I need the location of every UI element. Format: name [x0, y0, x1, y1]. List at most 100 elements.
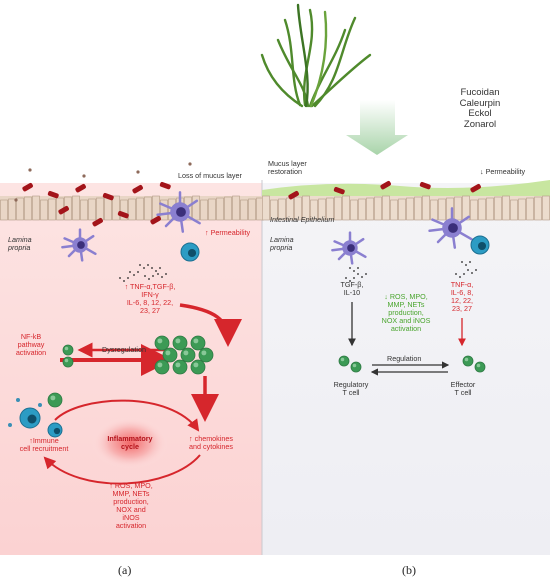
epithelial-cell [486, 197, 494, 221]
dendritic-nucleus [77, 241, 85, 249]
macrophage-cell [180, 242, 200, 262]
t-cell-cluster [198, 347, 214, 363]
panel-b-label: (b) [402, 563, 416, 577]
t-cell-cluster-highlight [157, 338, 163, 344]
cytokine-dot [143, 267, 145, 269]
dendritic-cell-b [331, 231, 367, 265]
epithelial-cell [502, 195, 510, 221]
t-cell-cluster-highlight [193, 362, 199, 368]
compound-list: Fucoidan Caleurpin Eckol Zonarol [440, 87, 520, 131]
epithelial-cell [422, 195, 430, 221]
cytokine-dot [148, 278, 150, 280]
epithelium-b [262, 195, 550, 221]
cytokine-dot [129, 271, 131, 273]
t-cell-left [62, 356, 74, 368]
cytokine-dot [353, 270, 355, 272]
t-cell-cluster [172, 335, 188, 351]
debris-fragment [22, 183, 33, 192]
epithelial-cell [278, 198, 286, 221]
panel-a-background [0, 183, 262, 555]
epithelial-cell [398, 198, 406, 221]
epithelial-cell [334, 196, 342, 221]
debris-fragment [132, 185, 143, 194]
effector-t-cell-highlight [464, 357, 469, 362]
epithelial-cell [470, 199, 478, 221]
epithelial-cell [326, 197, 334, 221]
cytokine-dot [152, 275, 154, 277]
dendritic-nucleus [347, 244, 355, 252]
cytokine-dot [465, 264, 467, 266]
regulatory-t-cell-highlight [352, 363, 357, 368]
cytokine-dot [161, 276, 163, 278]
t-cell-cluster-highlight [165, 350, 171, 356]
epithelial-cell [534, 196, 542, 221]
epithelial-cell [216, 197, 224, 221]
t-cell-cluster-highlight [175, 338, 181, 344]
cycle-arc-bottom [43, 454, 201, 485]
debris-dot [188, 162, 192, 166]
debris-fragment [419, 181, 431, 190]
cells-layer [8, 191, 490, 438]
regulatory-t-cell [338, 355, 350, 367]
immune-cell-recruited [19, 407, 41, 429]
epithelial-cell [208, 198, 216, 221]
tgf-label: TGF-β,IL-10 [340, 280, 364, 298]
inflammatory-glow [92, 417, 168, 469]
epithelial-cell [518, 198, 526, 221]
dendritic-nucleus [448, 223, 458, 233]
mucus-layer [262, 180, 550, 198]
cytokine-dot [461, 261, 463, 263]
epithelial-cell [144, 196, 152, 221]
cytokine-dot [165, 273, 167, 275]
cycle-arc-top [54, 399, 200, 432]
epithelial-cell [24, 196, 32, 221]
epithelial-cell [542, 195, 550, 221]
cytokine-dot [119, 277, 121, 279]
cytokines-a: ↑ TNF-α,TGF-β,IFN-γ IL-6, 8, 12, 22,23, … [124, 282, 176, 316]
epithelial-cell [72, 195, 80, 221]
compound-label: Fucoidan [460, 87, 500, 98]
epithelial-cell [438, 198, 446, 221]
debris-fragment [380, 181, 391, 190]
cytokine-dot [159, 267, 161, 269]
macrophage-nucleus [477, 241, 487, 251]
epithelial-cell [224, 196, 232, 221]
epithelial-cell [104, 196, 112, 221]
epithelial-cell [200, 199, 208, 221]
epithelial-cell [310, 199, 318, 221]
epithelial-cell [16, 197, 24, 221]
epithelial-cell [406, 197, 414, 221]
epithelial-cell [454, 196, 462, 221]
t-cell-cluster [154, 335, 170, 351]
cytokine-dot [459, 276, 461, 278]
epithelial-cell [192, 195, 200, 221]
cytokine-dot [139, 264, 141, 266]
dysregulation-label: Dysregulation [102, 345, 146, 354]
epithelial-cell [48, 198, 56, 221]
epithelial-cell [382, 195, 390, 221]
regulatory-t-cell [350, 361, 362, 373]
t-cell-cluster [154, 359, 170, 375]
t-cell-cluster-highlight [193, 338, 199, 344]
dendritic-cell-epithelium [156, 191, 201, 233]
cytokine-dot [353, 277, 355, 279]
treatment-arrow [346, 100, 408, 155]
cytokine-dot [123, 280, 125, 282]
epithelial-cell [160, 199, 168, 221]
epithelial-cell [510, 199, 518, 221]
macrophage-nucleus [187, 248, 197, 258]
epithelial-cell [390, 199, 398, 221]
t-cell-cluster-highlight [183, 350, 189, 356]
cytokine-dot [133, 274, 135, 276]
cytokine-dots [119, 261, 477, 282]
